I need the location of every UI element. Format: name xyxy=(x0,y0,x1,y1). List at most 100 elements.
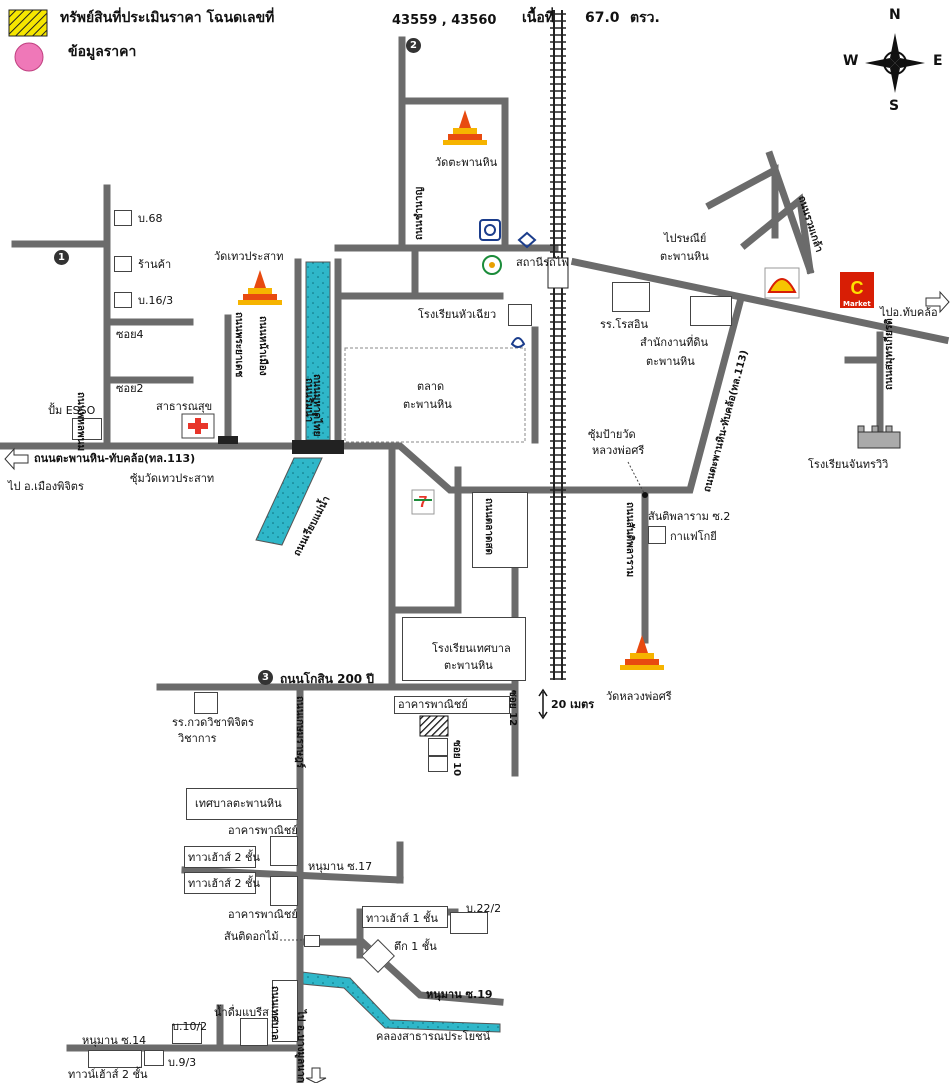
label-soi10: ซอย 10 xyxy=(451,740,462,777)
label-soi12: ซอย 12 xyxy=(507,690,518,727)
label-hanuman19: หนุมาน ซ.19 xyxy=(426,988,493,1001)
label-commercial: อาคารพาณิชย์ xyxy=(398,698,468,711)
building-b22-2 xyxy=(450,912,488,934)
vlabel-road-o: ไป อ.บางมูลนาก xyxy=(295,1010,306,1083)
vlabel-road-l: ถนนสันติพลาราม xyxy=(624,502,635,578)
bank-icon xyxy=(479,219,501,241)
label-santi-soi2: สันติพลาราม ซ.2 xyxy=(648,510,731,523)
label-hanuman17: หนุมาน ซ.17 xyxy=(308,860,373,873)
label-twenty-m: 20 เมตร xyxy=(551,698,595,711)
building-commercial-4 xyxy=(272,980,298,1042)
label-cafe: กาแฟโกยี xyxy=(670,530,717,543)
river xyxy=(255,261,501,1033)
compass-south: S xyxy=(889,98,900,114)
label-soi2: ซอย2 xyxy=(116,382,144,395)
arch-marker xyxy=(218,436,238,444)
vlabel-road-n: ถนนตลาดสด xyxy=(483,498,494,556)
area-label: เนื้อที่ xyxy=(522,10,554,26)
label-wat-thewa-prasat: วัดเทวประสาท xyxy=(214,250,284,263)
label-townhouse-2a: ทาวเฮ้าส์ 2 ชั้น xyxy=(188,851,260,864)
label-b22-2: บ.22/2 xyxy=(466,902,502,915)
building-b9-3 xyxy=(144,1050,164,1066)
vlabel-road-m: ถนนเกษมราษฎร์ xyxy=(294,696,305,769)
label-land-office-1: สำนักงานที่ดิน xyxy=(640,336,709,349)
label-tuek1: ตึก 1 ชั้น xyxy=(394,940,437,953)
marker-1: 1 xyxy=(54,250,69,265)
label-main-road: ถนนตะพานหิน-ทับคล้อ(ทล.113) xyxy=(34,452,196,465)
building-rr-kwan xyxy=(194,692,218,714)
legend-hatch-icon xyxy=(8,9,48,37)
building-tessaban xyxy=(186,788,298,820)
building-santi-dok xyxy=(304,935,320,947)
seven-eleven-icon: 7 xyxy=(411,489,435,515)
building-cafe xyxy=(648,526,666,544)
building-townhouse-2a xyxy=(184,846,256,868)
area-value: 67.0 xyxy=(585,10,620,26)
label-santi-dok: สันติดอกไม้ xyxy=(224,930,279,943)
label-school-chan: โรงเรียนจันทรวิวิ xyxy=(808,458,889,471)
label-b9-3: บ.9/3 xyxy=(168,1056,197,1069)
bank-icon xyxy=(517,231,537,249)
building-land-office xyxy=(690,296,732,326)
label-school-hua-chiew: โรงเรียนหัวเฉียว xyxy=(418,308,497,321)
marker-2: 2 xyxy=(406,38,421,53)
vlabel-road-a: ถนนชำนาญ xyxy=(414,186,425,240)
vlabel-road-k: ถนนสมุทรเกียรติ xyxy=(884,318,895,390)
svg-text:C: C xyxy=(851,278,864,298)
school-building-icon xyxy=(857,425,901,449)
pagoda-icon xyxy=(620,635,664,670)
label-market-mark: Market xyxy=(843,300,871,308)
deed-numbers: 43559 , 43560 xyxy=(392,13,497,28)
label-townhouse-2b: ทาวเฮ้าส์ 2 ชั้น xyxy=(188,877,260,890)
label-market-2: ตะพานหิน xyxy=(403,398,452,411)
big-c-market-icon: C xyxy=(840,272,874,308)
vlabel-road-f: ถนนริมน้ำ xyxy=(303,378,314,423)
building-unit-b xyxy=(428,756,448,772)
subject-property xyxy=(419,715,449,737)
label-canal: คลองสาธารณประโยชน์ xyxy=(376,1030,491,1043)
label-health: สาธารณสุข xyxy=(156,400,213,413)
label-post-office-1: ไปรษณีย์ xyxy=(664,232,707,245)
label-hanuman14: หนุมาน ซ.14 xyxy=(82,1034,147,1047)
label-soi4: ซอย4 xyxy=(116,328,144,341)
label-land-office-2: ตะพานหิน xyxy=(646,355,695,368)
label-commercial-3: อาคารพาณิชย์ xyxy=(228,908,298,921)
arrow-down-icon xyxy=(305,1067,327,1083)
label-shop: ร้านค้า xyxy=(138,258,172,271)
label-commercial-2: อาคารพาณิชย์ xyxy=(228,824,298,837)
label-rr-kwan-1: รร.กวดวิชาพิจิตร xyxy=(172,716,254,729)
building-esso xyxy=(72,418,102,440)
building-b68 xyxy=(114,210,132,226)
station-building xyxy=(547,257,569,289)
railway xyxy=(547,10,569,680)
bank-icon xyxy=(510,337,526,348)
building-market-block xyxy=(472,492,528,568)
map-title: ทรัพย์สินที่ประเมินราคา โฉนดเลขที่ xyxy=(60,10,275,26)
label-arch-luang-pho-2: หลวงพ่อศรี xyxy=(592,444,645,457)
building-shop xyxy=(114,256,132,272)
marker-3: 3 xyxy=(258,670,273,685)
legend xyxy=(8,9,48,72)
label-b10-2: บ.10/2 xyxy=(172,1020,208,1033)
label-station: สถานีรถไฟ xyxy=(516,256,569,269)
label-school-tessaban-2: ตะพานหิน xyxy=(444,659,493,672)
building-townhouse-1 xyxy=(362,906,448,928)
building-commercial-3 xyxy=(270,876,298,906)
label-wat-luang-pho: วัดหลวงพ่อศรี xyxy=(606,690,672,703)
arrow-right-icon xyxy=(925,290,950,314)
vlabel-road-g: ถนนเทศบาล xyxy=(269,986,280,1041)
label-water-shop: น้ำดื่มแบรีส xyxy=(214,1006,269,1019)
label-arch-luang-pho-1: ซุ้มป้ายวัด xyxy=(588,428,636,441)
building-school-tessaban xyxy=(402,617,526,681)
label-rr-rosarin: รร.โรสอิน xyxy=(600,318,648,331)
label-post-office-2: ตะพานหิน xyxy=(660,250,709,263)
label-rr-kwan-2: วิชาการ xyxy=(178,732,217,745)
building-school-hua-chiew xyxy=(508,304,532,326)
compass-north: N xyxy=(889,7,901,23)
vlabel-road-b: ถนนพหลพนม xyxy=(75,392,86,452)
legend-price-label: ข้อมูลราคา xyxy=(68,44,137,60)
building-commercial-2 xyxy=(270,836,298,866)
label-tessaban: เทศบาลตะพานหิน xyxy=(195,797,282,810)
area-unit: ตรว. xyxy=(630,10,660,26)
